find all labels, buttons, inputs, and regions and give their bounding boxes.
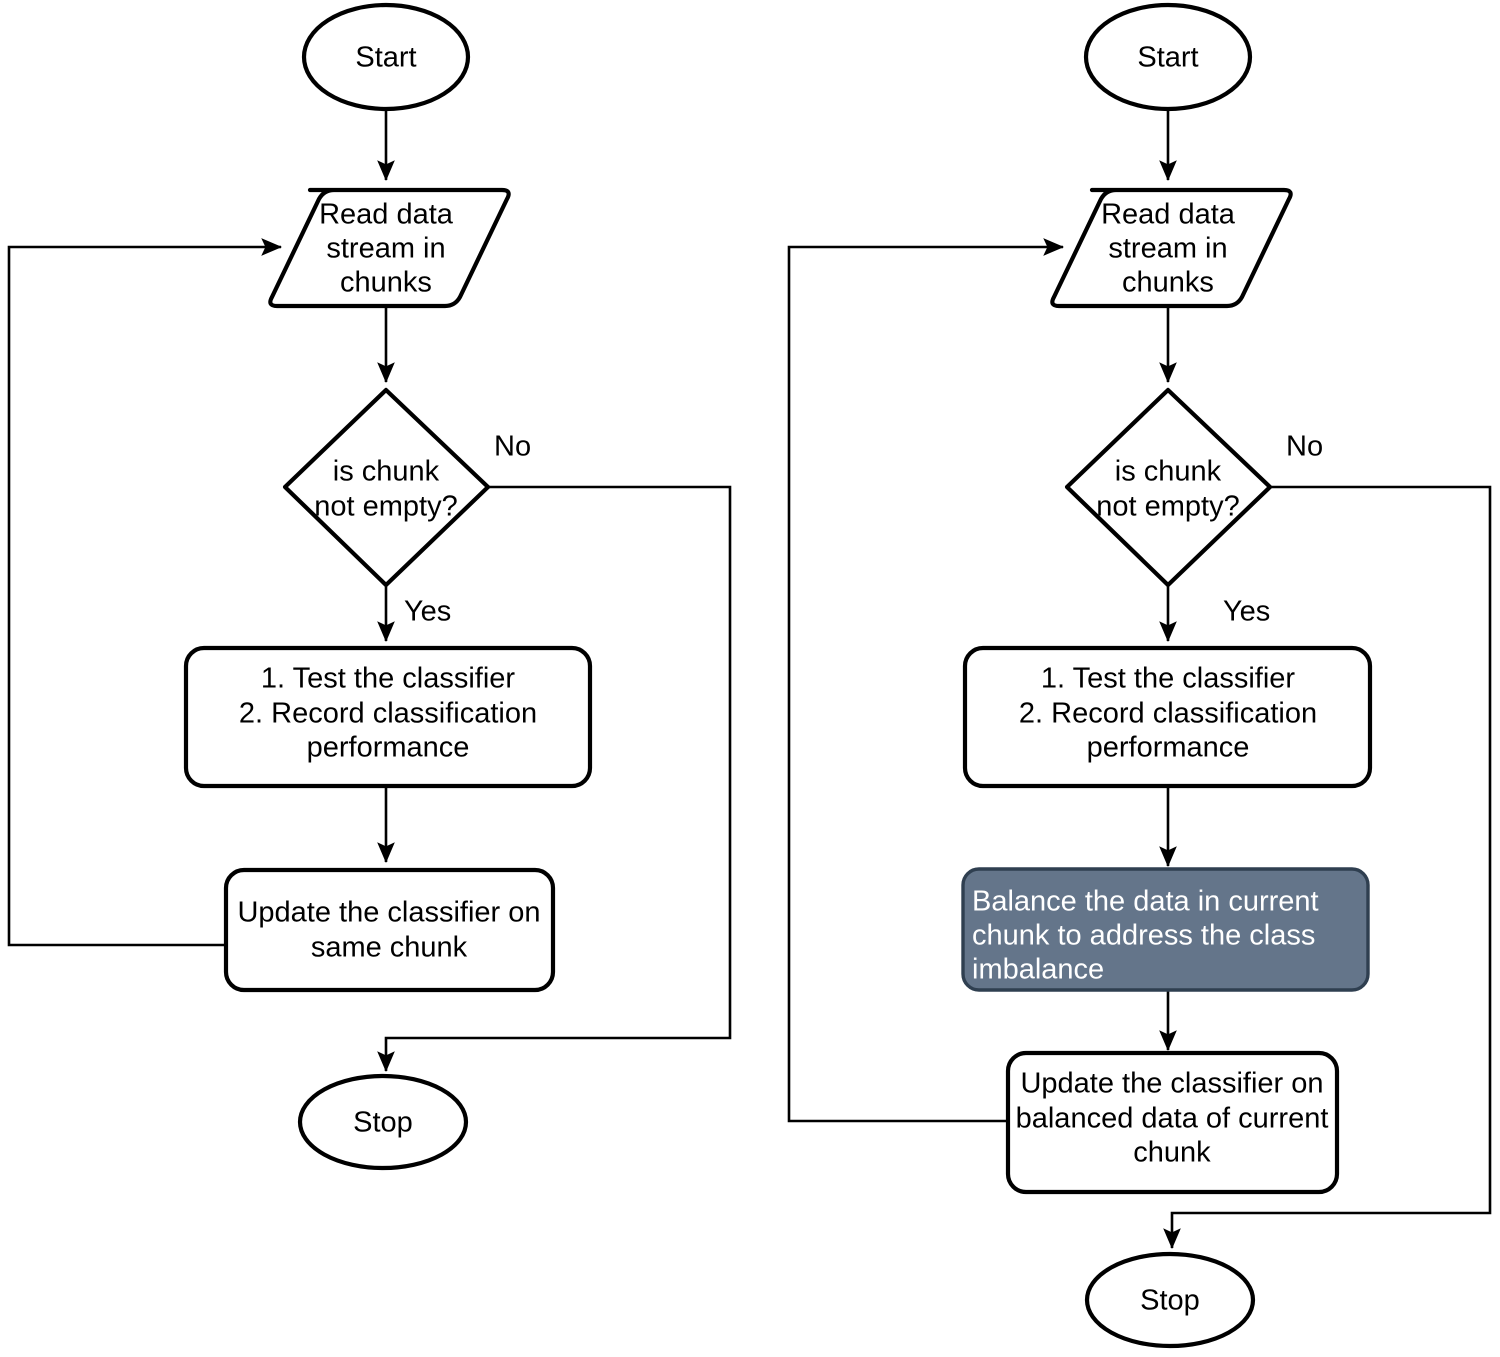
edge-label-no-right: No xyxy=(1286,431,1323,463)
node-update-classifier-right-line1: Update the classifier on xyxy=(1020,1068,1323,1100)
edge-decide-no-to-stop-right xyxy=(1163,485,1492,1250)
edge-label-no-left: No xyxy=(494,431,531,463)
node-read-data-left-line1: Read data xyxy=(319,199,454,231)
node-test-classifier-right-line1: 1. Test the classifier xyxy=(1041,663,1295,695)
edge-label-yes-right: Yes xyxy=(1223,596,1270,628)
node-read-data-right-line3: chunks xyxy=(1122,267,1214,299)
node-balance-data-right-line3: imbalance xyxy=(972,954,1104,986)
node-stop-left-label: Stop xyxy=(353,1107,413,1139)
node-start-left[interactable] xyxy=(301,2,471,112)
edge-decide-no-to-stop xyxy=(377,485,732,1073)
node-test-classifier-left-line3: performance xyxy=(307,732,470,764)
node-test-classifier-left-line1: 1. Test the classifier xyxy=(261,663,515,695)
node-decision-right-line2: not empty? xyxy=(1096,491,1239,523)
node-decision-right[interactable] xyxy=(1064,387,1273,588)
node-balance-data-right-line2: chunk to address the class xyxy=(972,920,1315,952)
node-start-right[interactable] xyxy=(1083,2,1253,112)
node-balance-data-right-line1: Balance the data in current xyxy=(972,886,1319,918)
panel-left: Start Read data stream in chunks is chun… xyxy=(7,2,732,1171)
node-decision-left-line2: not empty? xyxy=(314,491,457,523)
node-read-data-right-line2: stream in xyxy=(1108,233,1227,265)
node-update-classifier-right-line3: chunk xyxy=(1133,1137,1211,1169)
node-test-classifier-left[interactable] xyxy=(183,645,593,789)
node-stop-right[interactable] xyxy=(1084,1251,1256,1349)
node-read-data-right-line1: Read data xyxy=(1101,199,1236,231)
node-read-data-left-line3: chunks xyxy=(340,267,432,299)
node-read-data-left[interactable] xyxy=(268,187,511,309)
panel-right: Start Read data stream in chunks is chun… xyxy=(787,2,1492,1349)
node-read-data-right[interactable] xyxy=(1050,187,1293,309)
node-decision-left-line1: is chunk xyxy=(333,456,440,488)
node-start-left-label: Start xyxy=(355,42,416,74)
node-start-right-label: Start xyxy=(1137,42,1198,74)
node-read-data-left-line2: stream in xyxy=(326,233,445,265)
node-decision-right-line1: is chunk xyxy=(1115,456,1222,488)
node-decision-left[interactable] xyxy=(282,387,491,588)
node-test-classifier-right-line2: 2. Record classification xyxy=(1019,698,1317,730)
node-update-classifier-right[interactable] xyxy=(1005,1050,1340,1195)
edge-update-to-read-loop xyxy=(7,238,283,947)
node-stop-left[interactable] xyxy=(297,1073,469,1171)
node-update-classifier-left[interactable] xyxy=(223,867,556,993)
node-update-classifier-left-line2: same chunk xyxy=(311,932,468,964)
node-test-classifier-right-line3: performance xyxy=(1087,732,1250,764)
node-balance-data-right[interactable] xyxy=(961,867,1370,992)
node-test-classifier-left-line2: 2. Record classification xyxy=(239,698,537,730)
node-stop-right-label: Stop xyxy=(1140,1285,1200,1317)
node-update-classifier-left-line1: Update the classifier on xyxy=(237,897,540,929)
node-test-classifier-right[interactable] xyxy=(962,645,1373,789)
edge-update-to-read-loop-right xyxy=(787,238,1065,1123)
node-update-classifier-right-line2: balanced data of current xyxy=(1016,1103,1329,1135)
edge-label-yes-left: Yes xyxy=(404,596,451,628)
